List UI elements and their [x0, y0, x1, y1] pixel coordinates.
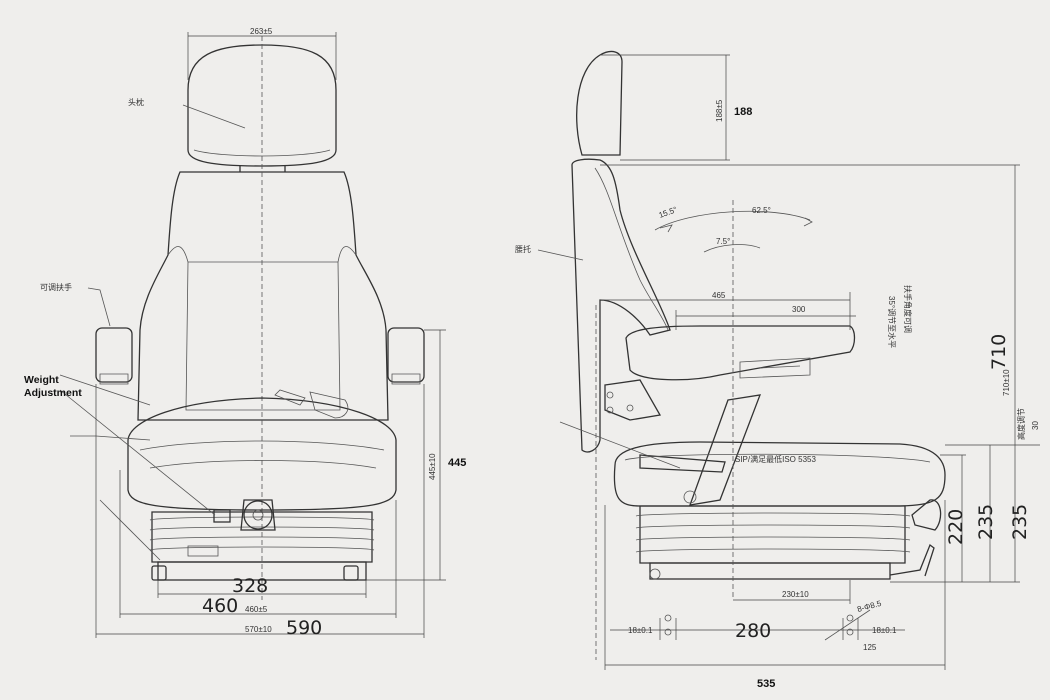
dim-headrest-width-text: 263±5: [250, 27, 273, 36]
front-bellows: [149, 511, 375, 563]
dim-depth-bold: 535: [757, 678, 775, 690]
angle-recline-3: 7.5°: [716, 237, 730, 246]
label-weight-adjustment-2: Adjustment: [24, 387, 82, 399]
angle-recline-1: 15.5°: [658, 205, 679, 220]
side-backrest: [571, 158, 671, 453]
side-seat-cushion: [613, 441, 946, 507]
label-armrest-angle: 35°调节至水平: [887, 296, 897, 348]
label-armrest: 可调扶手: [40, 282, 72, 292]
front-base: [157, 561, 367, 581]
label-height-adjust: 高度调节: [1016, 408, 1026, 440]
dim-overall-height-hand: 710: [988, 334, 1010, 370]
front-seat-cushion: [127, 397, 397, 511]
side-bellows: [635, 505, 911, 564]
dim-bolt-spec: 8-Φ8.5: [856, 599, 883, 614]
dim-rail-right: 18±0.1: [872, 626, 897, 635]
front-armrest-left: [95, 327, 133, 383]
dim-overall-width-hand: 590: [286, 617, 322, 639]
dim-height-2: 235: [975, 504, 997, 540]
dim-height-3: 235: [1009, 504, 1031, 540]
dim-overall-width-small: 570±10: [245, 625, 272, 634]
dim-base-width-hand: 328: [232, 575, 268, 597]
front-headrest: [187, 44, 337, 167]
label-weight-adjustment-1: Weight: [24, 374, 59, 386]
leader-armrest: [87, 287, 111, 327]
dim-armrest-height-small: 445±10: [428, 453, 437, 480]
dim-seat-width-small: 460±5: [245, 605, 268, 614]
dim-rail-spacing: 280: [735, 620, 771, 642]
label-sip: SIP/满足最低ISO 5353: [735, 454, 816, 464]
dim-headrest-height-bold: 188: [734, 106, 752, 118]
dim-vertical-travel: 30: [1031, 421, 1040, 430]
weight-adjustment-knob: [187, 499, 276, 557]
angle-arc-2: [703, 244, 761, 253]
side-headrest: [576, 50, 623, 156]
side-armrest: [625, 325, 856, 381]
dim-rail-left: 18±0.1: [628, 626, 653, 635]
label-headrest: 头枕: [128, 97, 144, 107]
angle-recline-2: 62.5°: [752, 206, 771, 215]
side-base: [649, 562, 891, 580]
dim-height-1: 220: [945, 509, 967, 545]
side-view: 188±5 188 710 710±10 220 235 235 30 465 …: [515, 50, 1040, 690]
dim-fore-aft: 230±10: [782, 590, 809, 599]
angle-arc-1: [654, 210, 811, 231]
dim-overall-height-small: 710±10: [1002, 369, 1011, 396]
dim-seat-width-hand: 460: [202, 595, 238, 617]
front-view: 263±5 445±10 445 328 460 460±5 570±10 59…: [24, 27, 466, 639]
dim-headrest-height-small: 188±5: [715, 99, 724, 122]
dim-armrest-height-bold: 445: [448, 457, 466, 469]
dim-back-depth: 465: [712, 291, 726, 300]
front-armrest-right: [387, 327, 425, 383]
dim-bolt-dim: 125: [863, 643, 877, 652]
dim-armrest-length: 300: [792, 305, 806, 314]
front-backrest: [137, 171, 389, 421]
leader-headrest: [182, 104, 246, 129]
label-armrest-adjust: 扶手角度可调: [903, 285, 913, 333]
label-lumbar: 腰托: [515, 244, 531, 254]
